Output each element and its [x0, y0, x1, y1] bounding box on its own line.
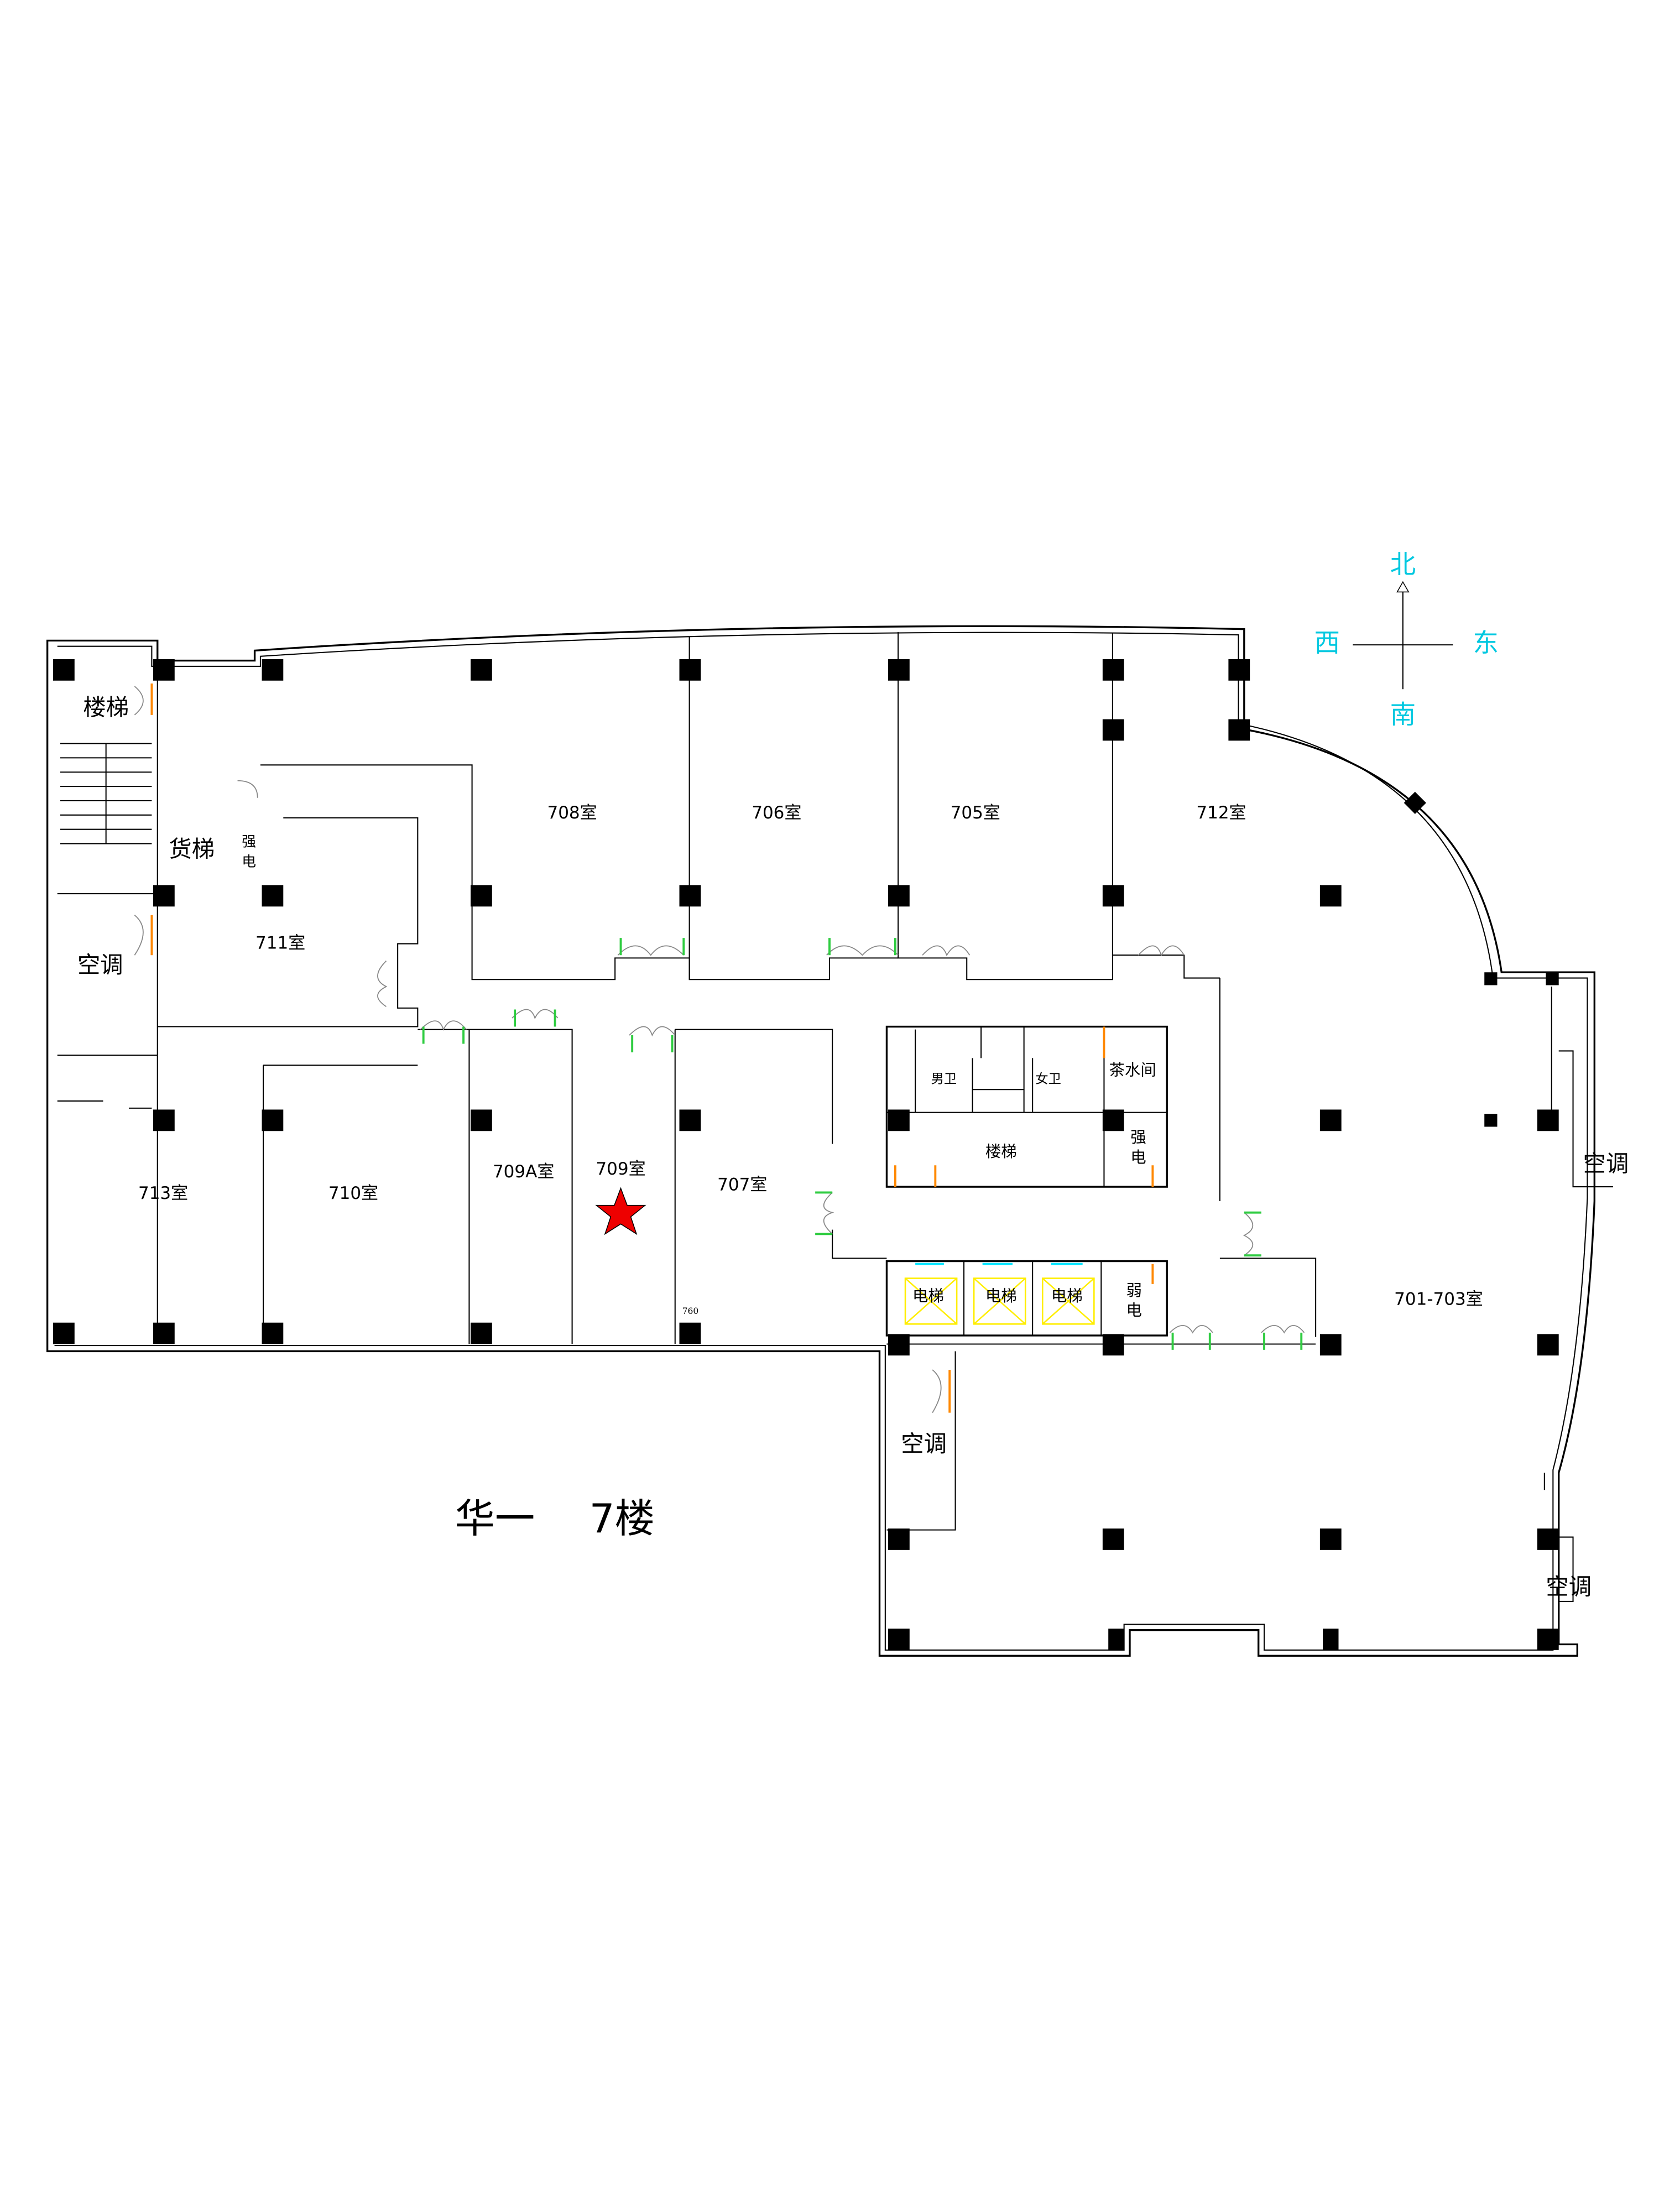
stairs-core-label: 楼梯	[985, 1142, 1017, 1161]
room-707[interactable]: 707室	[717, 1175, 767, 1195]
compass-west: 西	[1314, 628, 1340, 658]
building-name: 华一	[455, 1496, 535, 1542]
north-arrow-icon	[1396, 581, 1410, 593]
power-room-core-label-2: 电	[1130, 1148, 1146, 1166]
room-labels: 708室 706室 705室 712室 711室 713室 710室 709A室…	[138, 803, 1483, 1309]
elevator-2-label: 电梯	[985, 1287, 1017, 1305]
power-room-core-label-1: 强	[1130, 1128, 1146, 1146]
stair-treads-west	[60, 743, 152, 844]
facility-labels: 楼梯 货梯 强 电 空调 男卫 女卫 茶水间 楼梯 强 电 电梯 电梯 电梯 弱…	[77, 694, 1629, 1600]
power-room-west-label-2: 电	[242, 854, 256, 870]
compass-east: 东	[1473, 628, 1499, 658]
room-712[interactable]: 712室	[1196, 803, 1246, 823]
elevator-3-label: 电梯	[1051, 1287, 1083, 1305]
room-710[interactable]: 710室	[328, 1183, 378, 1203]
columns	[53, 659, 1559, 1650]
dimension-label: 760	[682, 1306, 699, 1316]
stairs-west-label: 楼梯	[83, 694, 129, 721]
tea-room-label: 茶水间	[1109, 1061, 1156, 1079]
ac-room-east-label: 空调	[1583, 1150, 1629, 1177]
floor-number: 7楼	[589, 1496, 655, 1542]
room-708[interactable]: 708室	[547, 803, 597, 823]
elevator-shafts	[904, 1277, 1095, 1325]
ac-room-south-label: 空调	[901, 1431, 947, 1457]
low-voltage-room-label-2: 电	[1126, 1301, 1142, 1319]
mens-restroom-label: 男卫	[931, 1072, 957, 1087]
room-706[interactable]: 706室	[752, 803, 801, 823]
compass-north: 北	[1390, 549, 1416, 579]
doors	[134, 683, 1305, 1413]
compass-south: 南	[1390, 700, 1416, 729]
core-block	[885, 1025, 1168, 1337]
location-star-icon	[595, 1187, 646, 1235]
room-713[interactable]: 713室	[138, 1183, 188, 1203]
room-711[interactable]: 711室	[255, 933, 305, 953]
room-709[interactable]: 709室	[596, 1159, 645, 1179]
room-709a[interactable]: 709A室	[493, 1162, 554, 1182]
power-room-west-label-1: 强	[242, 833, 256, 850]
compass-rose: 北 西 东 南	[1314, 549, 1499, 729]
floor-title: 华一 7楼	[455, 1496, 655, 1542]
freight-elevator-label: 货梯	[169, 836, 215, 862]
room-705[interactable]: 705室	[951, 803, 1000, 823]
ac-room-southeast-label: 空调	[1546, 1574, 1592, 1600]
room-701-703[interactable]: 701-703室	[1394, 1289, 1483, 1309]
walls	[46, 625, 1613, 1657]
womens-restroom-label: 女卫	[1035, 1072, 1061, 1087]
elevator-1-label: 电梯	[912, 1287, 944, 1305]
low-voltage-room-label-1: 弱	[1126, 1281, 1142, 1300]
ac-room-west-label: 空调	[77, 952, 123, 978]
